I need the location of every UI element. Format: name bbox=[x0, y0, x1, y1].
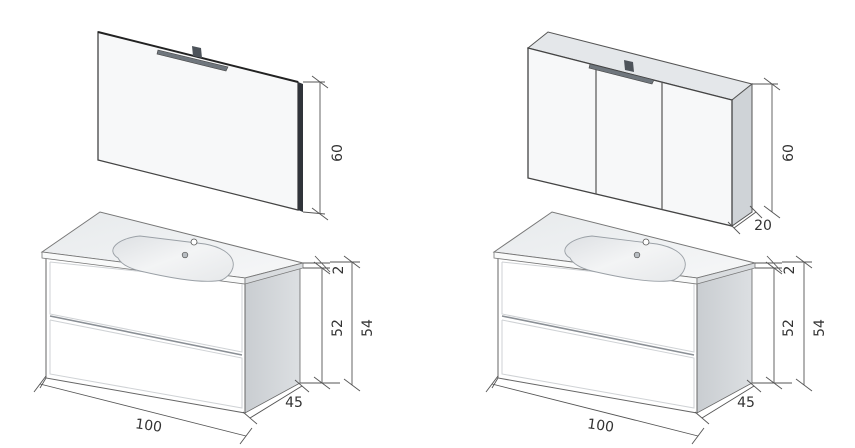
right-vanity-unit bbox=[492, 211, 756, 414]
cabinet-lamp-icon bbox=[588, 60, 655, 85]
mirror-cabinet bbox=[526, 31, 754, 227]
cabinet-height-label: 52 bbox=[330, 319, 346, 337]
depth-dim-right: 45 bbox=[694, 379, 762, 425]
total-height-label-right: 54 bbox=[812, 319, 828, 337]
width-label: 100 bbox=[134, 416, 163, 436]
right-tap-hole-icon bbox=[642, 238, 650, 246]
basin-bowl bbox=[112, 235, 234, 282]
right-set: 60 20 2 52 54 bbox=[485, 31, 828, 445]
right-basin-bowl bbox=[564, 235, 686, 282]
depth-label: 45 bbox=[285, 395, 303, 411]
cabinet-height-label-right: 60 bbox=[781, 144, 797, 162]
left-set: 60 2 52 54 bbox=[33, 31, 376, 445]
total-height-dim-right: 54 bbox=[782, 255, 828, 392]
width-label-right: 100 bbox=[586, 416, 615, 436]
depth-label-right: 45 bbox=[737, 395, 755, 411]
cabinet-height-dim-right: 60 bbox=[752, 77, 797, 219]
width-dim-right: 100 bbox=[485, 375, 705, 445]
top-thickness-label-right: 2 bbox=[782, 266, 798, 275]
tap-hole-icon bbox=[190, 238, 198, 246]
vanity-height-dim-right: 52 bbox=[752, 261, 797, 390]
mirror-height-label: 60 bbox=[330, 144, 346, 162]
lamp-icon bbox=[156, 46, 229, 72]
top-thickness-dim-right: 2 bbox=[755, 255, 798, 275]
cabinet-depth-dim: 20 bbox=[727, 205, 772, 235]
vanity-unit bbox=[40, 211, 304, 414]
drain-icon bbox=[181, 251, 189, 259]
width-dimension: 100 bbox=[33, 375, 253, 445]
vanity-height-label-right: 52 bbox=[781, 319, 797, 337]
cabinet-depth-label: 20 bbox=[754, 218, 772, 234]
cabinet-height-dimension: 52 bbox=[300, 261, 346, 390]
depth-dimension: 45 bbox=[242, 379, 310, 425]
mirror-height-dimension: 60 bbox=[302, 75, 346, 221]
total-height-label: 54 bbox=[360, 319, 376, 337]
total-height-dimension: 54 bbox=[330, 255, 376, 392]
right-drain-icon bbox=[633, 251, 641, 259]
top-thickness-dimension: 2 bbox=[303, 255, 347, 275]
mirror-panel bbox=[97, 31, 303, 212]
top-thickness-label: 2 bbox=[331, 266, 347, 275]
